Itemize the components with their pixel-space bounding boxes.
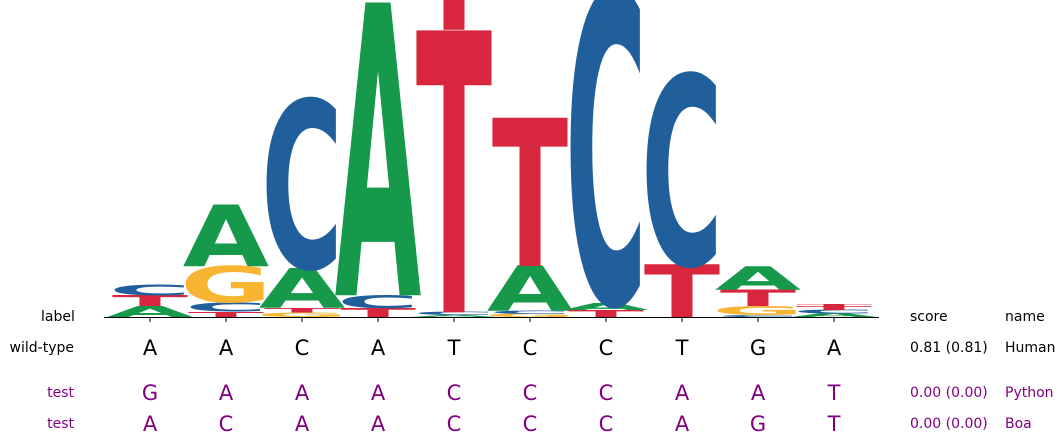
sequence-base-pos1: A <box>142 336 158 360</box>
logo-letter-c-pos9: C <box>717 315 799 318</box>
sequence-base-pos2: A <box>218 381 234 405</box>
logo-letter-t-pos6: T <box>492 78 568 315</box>
row-label: test <box>47 385 74 401</box>
logo-letter-a-pos6: A <box>487 254 574 326</box>
row-name: Python <box>1005 385 1054 401</box>
sequence-base-pos8: A <box>674 381 690 405</box>
sequence-base-pos7: C <box>598 336 614 360</box>
sequence-base-pos1: A <box>142 412 158 436</box>
sequence-base-pos8: A <box>674 412 690 436</box>
logo-letter-t-pos7: T <box>568 308 644 320</box>
sequence-base-pos5: C <box>446 381 462 405</box>
logo-letter-t-pos9: T <box>720 286 796 312</box>
logo-letter-t-pos1: T <box>112 292 188 309</box>
sequence-base-pos2: A <box>218 336 234 360</box>
logo-letter-g-pos6: G <box>484 313 576 318</box>
row-score: 0.81 (0.81) <box>910 340 988 356</box>
logo-letter-t-pos10: T <box>796 305 872 311</box>
logo-letter-t-pos3: T <box>264 306 340 313</box>
sequence-base-pos5: C <box>446 412 462 436</box>
sequence-base-pos4: A <box>370 336 386 360</box>
logo-letter-c-pos7: C <box>565 0 647 330</box>
sequence-base-pos10: T <box>827 412 841 436</box>
logo-letter-a-pos9: A <box>715 260 802 297</box>
logo-letter-a-pos4: A <box>335 0 422 330</box>
sequence-base-pos8: T <box>675 336 689 360</box>
row-label: wild-type <box>9 340 74 356</box>
logo-letter-g-pos9: G <box>712 304 804 319</box>
sequence-base-pos6: C <box>522 336 538 360</box>
sequence-base-pos9: G <box>749 336 767 360</box>
score-column-header: score <box>910 309 948 325</box>
logo-letter-t-pos8: T <box>644 251 720 330</box>
sequence-base-pos1: G <box>141 381 159 405</box>
row-name: Human <box>1005 340 1056 356</box>
logo-letter-a-pos1: A <box>107 303 194 320</box>
sequence-base-pos9: G <box>749 412 767 436</box>
logo-letter-a-pos3: A <box>259 257 345 321</box>
row-score: 0.00 (0.00) <box>910 416 988 432</box>
logo-letter-c-pos5: C <box>413 312 495 317</box>
logo-letter-g-pos3: G <box>256 311 348 318</box>
logo-letter-c-pos8: C <box>641 24 723 327</box>
logo-letter-c-pos3: C <box>261 54 343 323</box>
logo-letter-t-pos4: T <box>340 305 416 320</box>
sequence-base-pos4: A <box>370 412 386 436</box>
sequence-base-pos10: A <box>826 336 842 360</box>
logo-letter-a-pos7: A <box>563 301 650 313</box>
logo-letter-c-pos2: C <box>185 300 267 315</box>
sequence-base-pos5: T <box>447 336 461 360</box>
label-column-header: label <box>41 309 75 325</box>
sequence-base-pos7: C <box>598 381 614 405</box>
logo-letter-t-pos2: T <box>188 310 264 319</box>
logo-letter-t-pos5: T <box>416 0 492 50</box>
sequence-base-pos3: C <box>294 336 310 360</box>
sequence-base-pos6: C <box>522 381 538 405</box>
sequence-base-pos10: T <box>827 381 841 405</box>
row-score: 0.00 (0.00) <box>910 385 988 401</box>
logo-letter-t-pos10: T <box>796 304 872 307</box>
row-label: test <box>47 416 74 432</box>
sequence-base-pos3: A <box>294 381 310 405</box>
sequence-base-pos4: A <box>370 381 386 405</box>
sequence-base-pos7: C <box>598 412 614 436</box>
sequence-base-pos9: A <box>750 381 766 405</box>
logo-letter-c-pos6: C <box>489 310 571 315</box>
logo-letter-c-pos10: C <box>793 309 875 315</box>
sequence-base-pos2: C <box>218 412 234 436</box>
logo-letter-t-pos5: T <box>416 0 493 330</box>
logo-letter-a-pos10: A <box>791 312 877 318</box>
logo-letter-g-pos2: G <box>180 257 272 314</box>
logo-letter-c-pos1: C <box>109 281 191 298</box>
row-name: Boa <box>1005 416 1032 432</box>
logo-letter-a-pos2: A <box>183 189 270 287</box>
sequence-base-pos3: A <box>294 412 310 436</box>
sequence-base-pos6: C <box>522 412 538 436</box>
logo-letter-a-pos5: A <box>411 315 497 318</box>
name-column-header: name <box>1005 309 1045 325</box>
logo-letter-c-pos4: C <box>337 292 419 312</box>
